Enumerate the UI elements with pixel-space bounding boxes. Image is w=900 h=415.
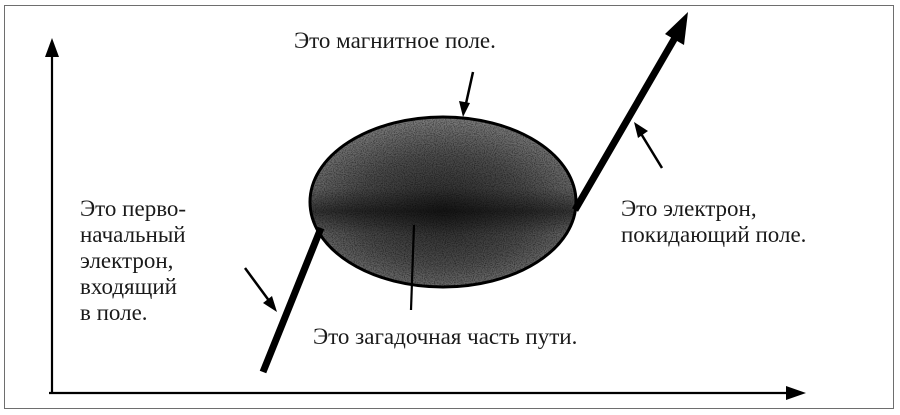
outgoing-electron-arrow (571, 12, 688, 212)
pointer-to-incoming-icon (243, 267, 277, 312)
leaving-label-line: Это электрон, (621, 196, 757, 221)
incoming-label-line: входящий (80, 274, 177, 299)
leaving-electron-label: Это электрон, покидающий поле. (621, 196, 806, 248)
leaving-label-line: покидающий поле. (621, 222, 807, 247)
incoming-electron-label: Это перво- начальный электрон, входящий … (80, 196, 186, 326)
pointer-to-mystery-icon (409, 224, 416, 311)
pointer-to-field-icon (459, 71, 475, 117)
pointer-to-outgoing-icon (634, 122, 664, 169)
mysterious-path-label: Это загадочная часть пути. (313, 324, 578, 349)
incoming-electron-path (259, 226, 325, 374)
incoming-label-line: электрон, (80, 248, 174, 273)
incoming-label-line: Это перво- (80, 196, 187, 221)
incoming-label-line: начальный (80, 222, 186, 247)
vertical-axis-arrow (45, 38, 59, 393)
magnetic-field-label: Это магнитное поле. (294, 28, 496, 53)
incoming-label-line: в поле. (80, 300, 148, 325)
horizontal-axis-arrow (49, 386, 806, 400)
magnetic-field-ellipse (308, 115, 578, 289)
